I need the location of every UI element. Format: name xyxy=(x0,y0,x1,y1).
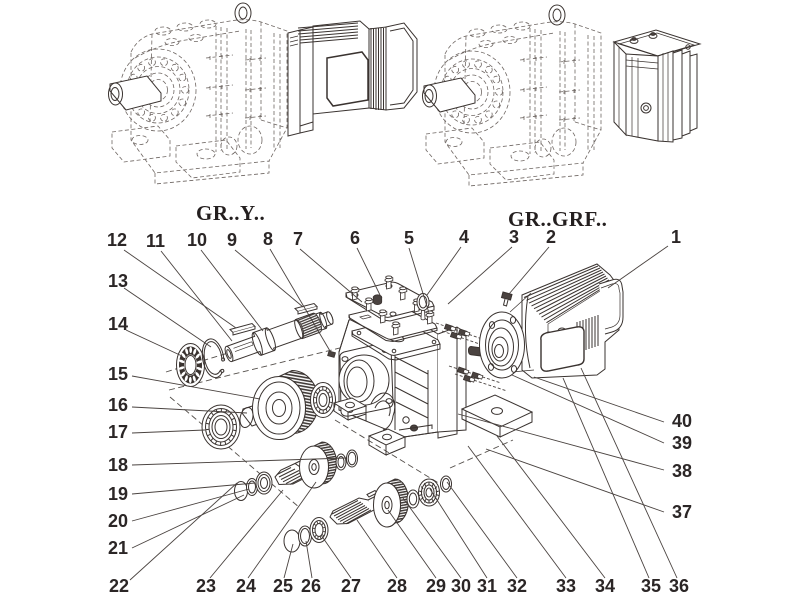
svg-text:30: 30 xyxy=(451,576,471,596)
svg-text:10: 10 xyxy=(187,230,207,250)
svg-text:9: 9 xyxy=(227,230,237,250)
svg-text:17: 17 xyxy=(108,422,128,442)
svg-text:GR..GRF..: GR..GRF.. xyxy=(508,207,607,231)
svg-text:39: 39 xyxy=(672,433,692,453)
svg-text:24: 24 xyxy=(236,576,256,596)
svg-text:32: 32 xyxy=(507,576,527,596)
svg-text:5: 5 xyxy=(404,228,414,248)
svg-text:29: 29 xyxy=(426,576,446,596)
svg-text:33: 33 xyxy=(556,576,576,596)
svg-text:6: 6 xyxy=(350,228,360,248)
svg-text:26: 26 xyxy=(301,576,321,596)
svg-text:27: 27 xyxy=(341,576,361,596)
svg-text:7: 7 xyxy=(293,229,303,249)
svg-text:8: 8 xyxy=(263,229,273,249)
svg-text:25: 25 xyxy=(273,576,293,596)
svg-text:38: 38 xyxy=(672,461,692,481)
svg-text:2: 2 xyxy=(546,227,556,247)
svg-text:11: 11 xyxy=(146,231,165,251)
svg-text:34: 34 xyxy=(595,576,615,596)
svg-text:GR..Y..: GR..Y.. xyxy=(196,201,265,225)
svg-text:23: 23 xyxy=(196,576,216,596)
svg-text:4: 4 xyxy=(459,227,469,247)
svg-text:40: 40 xyxy=(672,411,692,431)
svg-text:14: 14 xyxy=(108,314,128,334)
svg-text:3: 3 xyxy=(509,227,519,247)
svg-text:37: 37 xyxy=(672,502,692,522)
svg-text:35: 35 xyxy=(641,576,661,596)
svg-text:28: 28 xyxy=(387,576,407,596)
svg-text:13: 13 xyxy=(108,271,128,291)
svg-text:16: 16 xyxy=(108,395,128,415)
svg-text:20: 20 xyxy=(108,511,128,531)
svg-text:31: 31 xyxy=(477,576,497,596)
svg-text:12: 12 xyxy=(107,230,127,250)
svg-text:19: 19 xyxy=(108,484,128,504)
svg-text:21: 21 xyxy=(108,538,128,558)
svg-text:15: 15 xyxy=(108,364,128,384)
svg-text:36: 36 xyxy=(669,576,689,596)
svg-text:22: 22 xyxy=(109,576,129,596)
svg-text:1: 1 xyxy=(671,227,681,247)
svg-text:18: 18 xyxy=(108,455,128,475)
